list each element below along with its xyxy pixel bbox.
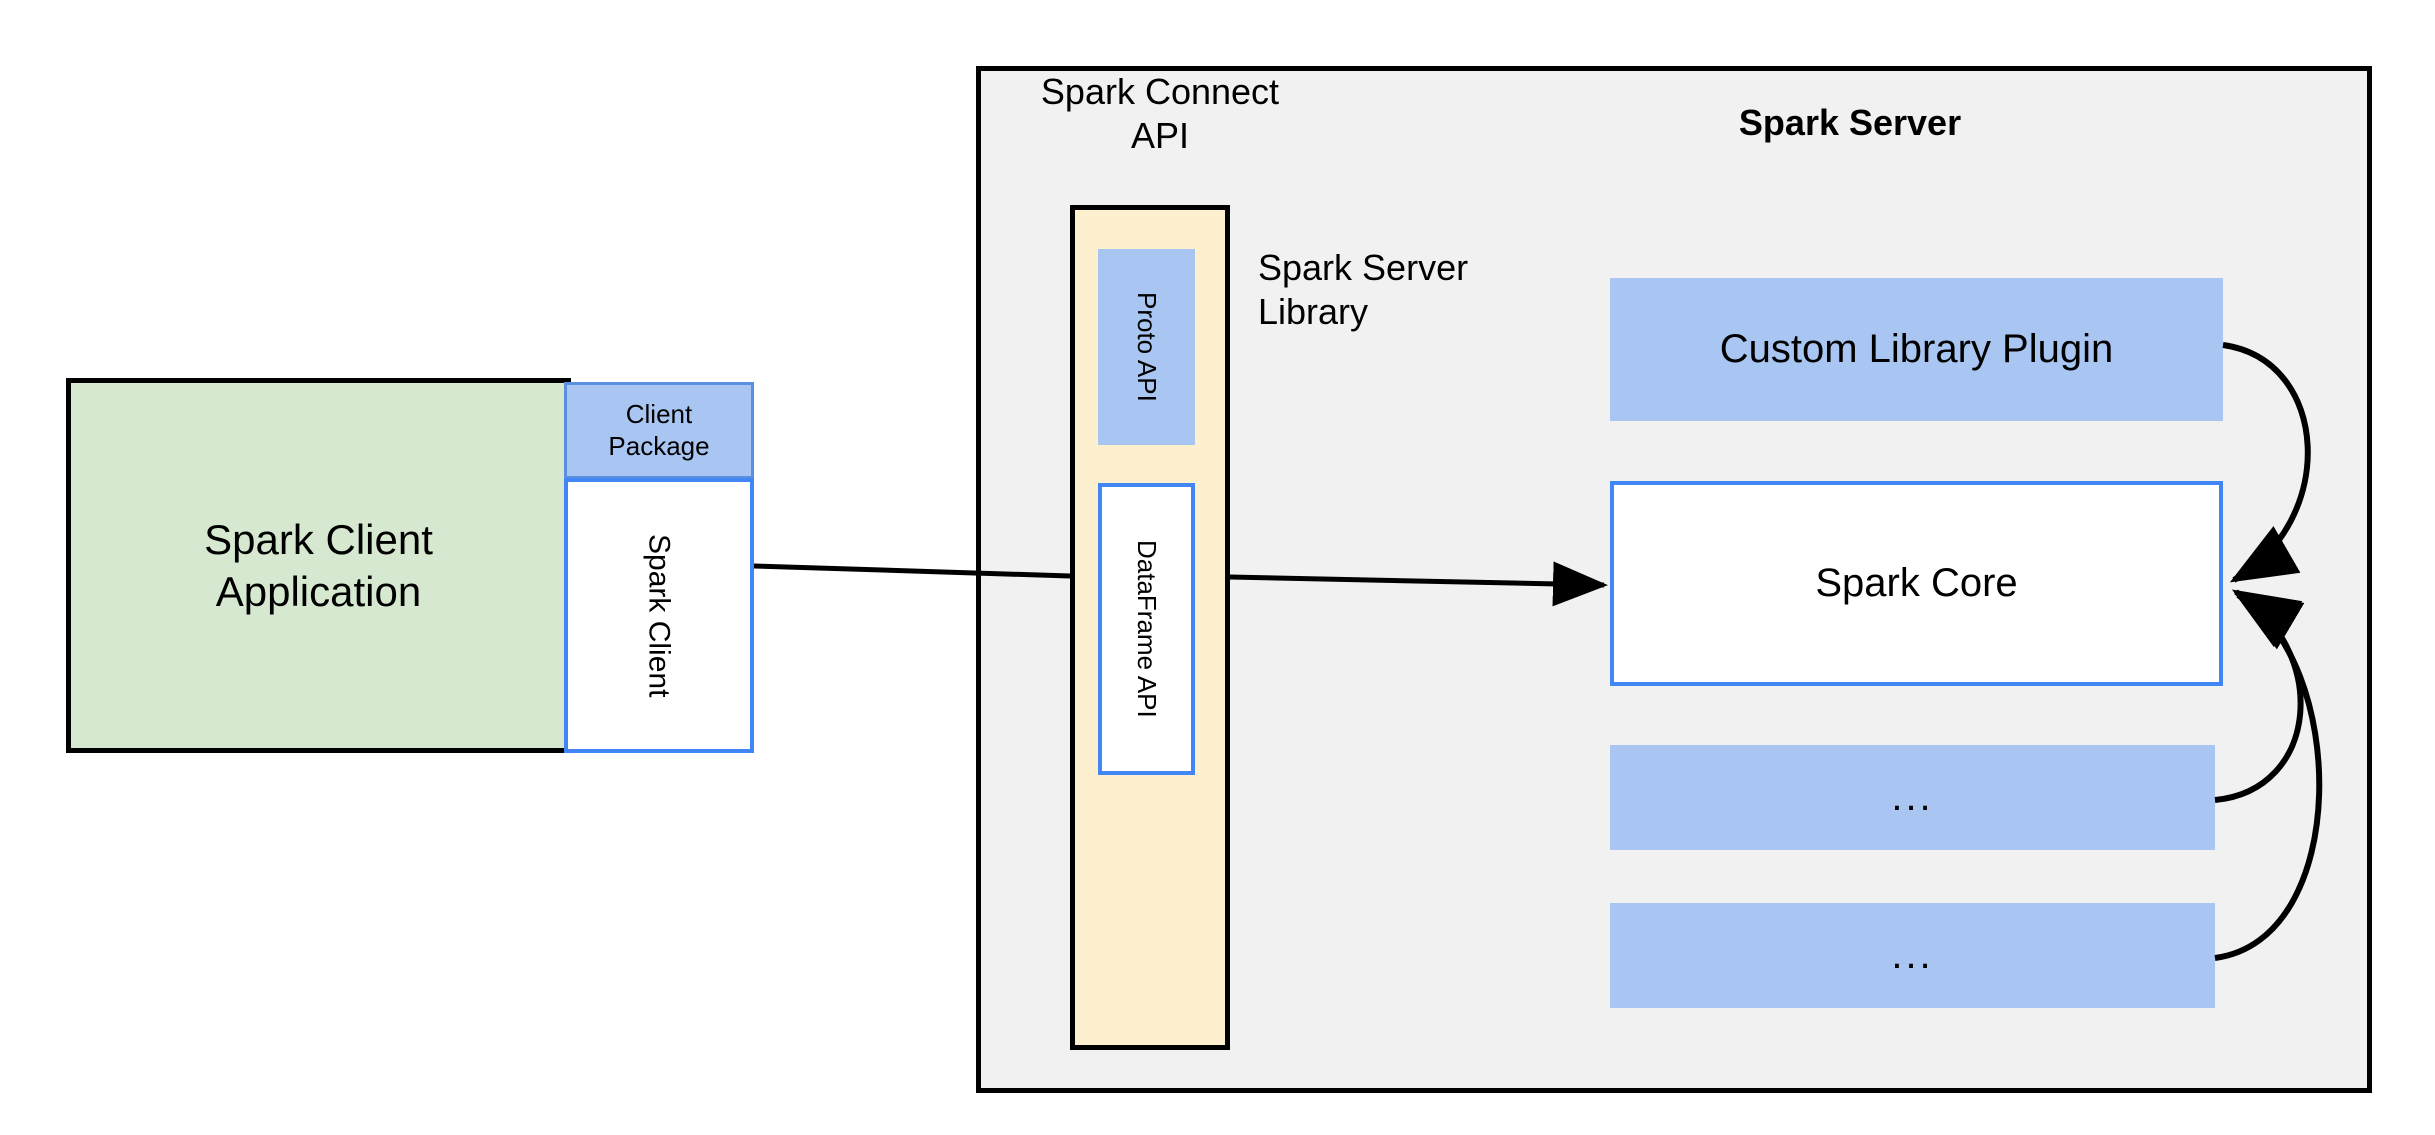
spark-server-title: Spark Server: [1738, 102, 1962, 144]
component-label: Spark Core: [1815, 560, 2018, 605]
spark-client-label: Spark Client: [642, 533, 676, 698]
component-label: ...: [1891, 774, 1934, 819]
proto-api-label: Proto API: [1131, 292, 1162, 402]
client-package-box[interactable]: Client Package: [564, 382, 754, 479]
proto-api-box[interactable]: Proto API: [1098, 249, 1195, 445]
component-ellipsis-2[interactable]: ...: [1610, 903, 2215, 1008]
component-ellipsis-1[interactable]: ...: [1610, 745, 2215, 850]
component-label: ...: [1891, 932, 1934, 977]
spark-connect-api-label: Spark Connect API: [1040, 71, 1280, 156]
component-label: Custom Library Plugin: [1719, 326, 2114, 371]
spark-client-application-label: Spark Client Application: [204, 516, 433, 615]
client-package-label: Client Package: [608, 398, 710, 461]
dataframe-api-box[interactable]: DataFrame API: [1098, 483, 1195, 775]
spark-client-box[interactable]: Spark Client: [564, 478, 754, 753]
spark-server-library-label: Spark Server Library: [1258, 247, 1469, 332]
component-spark-core[interactable]: Spark Core: [1610, 481, 2223, 686]
component-custom-library-plugin[interactable]: Custom Library Plugin: [1610, 278, 2223, 421]
spark-client-application-box[interactable]: Spark Client Application: [66, 378, 571, 753]
dataframe-api-label: DataFrame API: [1131, 540, 1162, 718]
